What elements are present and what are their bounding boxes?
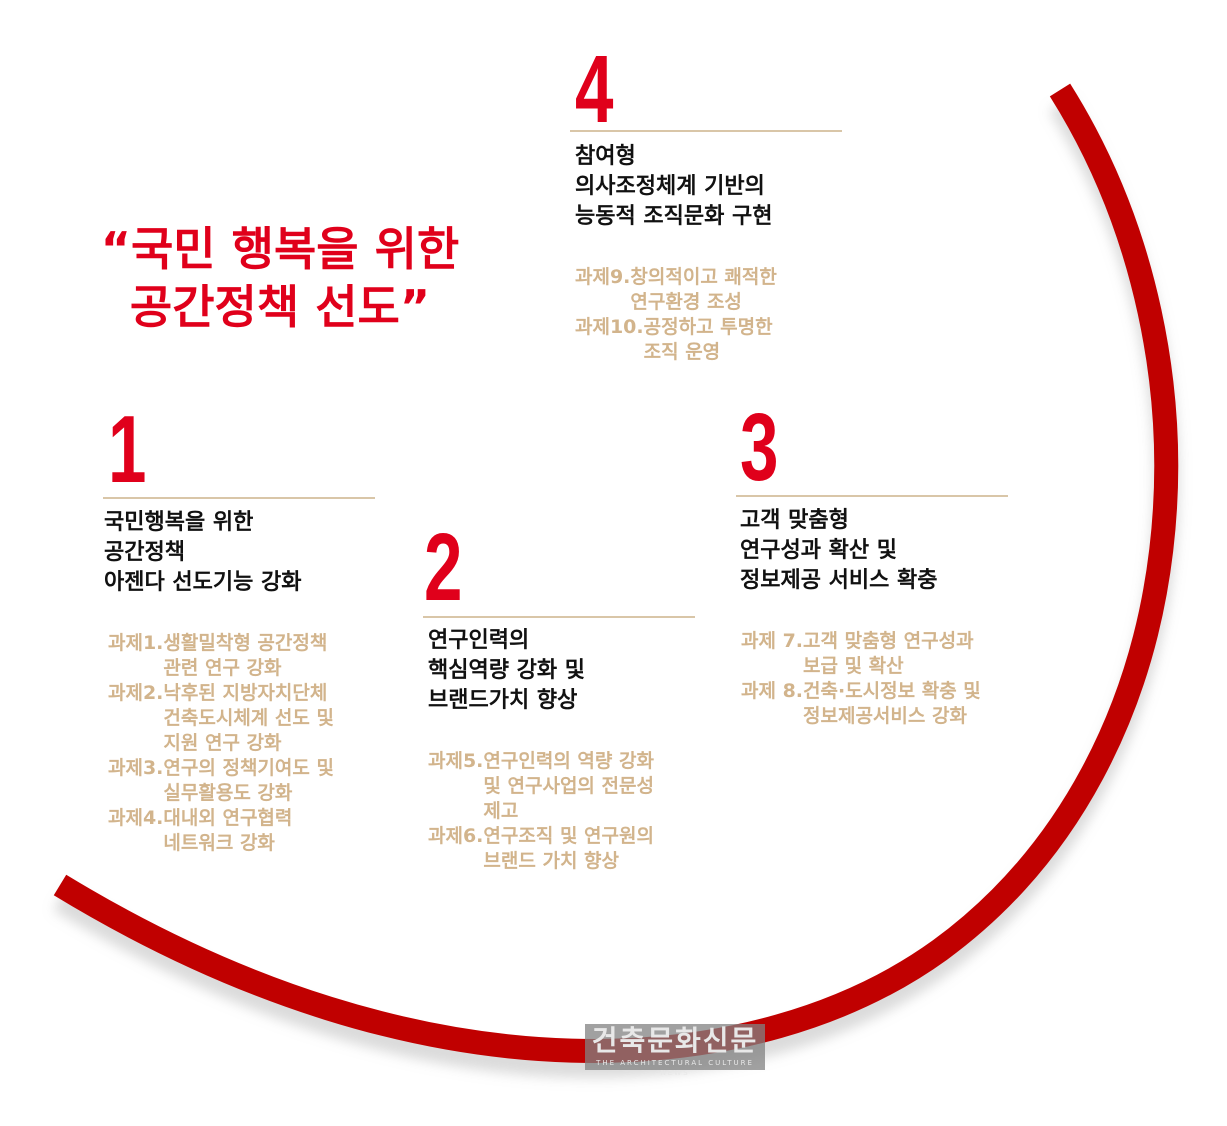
goal-2-tasks: 과제5.연구인력의 역량 강화 및 연구사업의 전문성 제고 과제6.연구조직 … <box>428 749 654 874</box>
task-2: 과제2.낙후된 지방자치단체 건축도시체계 선도 및 지원 연구 강화 <box>108 682 334 754</box>
task-8: 과제 8.건축·도시정보 확충 및 정보제공서비스 강화 <box>741 680 981 727</box>
task-4: 과제4.대내외 연구협력 네트워크 강화 <box>108 807 293 854</box>
goal-4-number: 4 <box>575 36 614 143</box>
task-10: 과제10.공정하고 투명한 조직 운영 <box>575 316 773 363</box>
goal-4-heading: 참여형 의사조정체계 기반의 능동적 조직문화 구현 <box>575 144 773 229</box>
watermark-logo: 건축문화신문 THE ARCHITECTURAL CULTURE NEWS <box>585 1024 765 1077</box>
goal-3-divider <box>736 495 1008 497</box>
task-3: 과제3.연구의 정책기여도 및 실무활용도 강화 <box>108 757 334 804</box>
task-7: 과제 7.고객 맞춤형 연구성과 보급 및 확산 <box>741 630 974 677</box>
task-9: 과제9.창의적이고 쾌적한 연구환경 조성 <box>575 266 777 313</box>
goal-3-heading: 고객 맞춤형 연구성과 확산 및 정보제공 서비스 확충 <box>740 508 938 593</box>
arc-stroke <box>53 83 1179 1063</box>
task-6: 과제6.연구조직 및 연구원의 브랜드 가치 향상 <box>428 825 654 872</box>
goal-4-tasks: 과제9.창의적이고 쾌적한 연구환경 조성 과제10.공정하고 투명한 조직 운… <box>575 265 777 365</box>
goal-1-tasks: 과제1.생활밀착형 공간정책 관련 연구 강화 과제2.낙후된 지방자치단체 건… <box>108 631 334 856</box>
task-5: 과제5.연구인력의 역량 강화 및 연구사업의 전문성 제고 <box>428 750 654 822</box>
task-1: 과제1.생활밀착형 공간정책 관련 연구 강화 <box>108 632 328 679</box>
goal-2-number: 2 <box>424 514 463 621</box>
goal-3-tasks: 과제 7.고객 맞춤형 연구성과 보급 및 확산 과제 8.건축·도시정보 확충… <box>741 629 981 729</box>
goal-1-number: 1 <box>108 396 147 503</box>
slogan: “국민 행복을 위한 공간정책 선도” <box>100 222 460 334</box>
goal-2-divider <box>423 616 695 618</box>
goal-1-divider <box>103 497 375 499</box>
goal-3-number: 3 <box>740 394 779 501</box>
goal-1-heading: 국민행복을 위한 공간정책 아젠다 선도기능 강화 <box>104 510 302 595</box>
goal-2-heading: 연구인력의 핵심역량 강화 및 브랜드가치 향상 <box>428 628 585 713</box>
goal-4-divider <box>570 130 842 132</box>
